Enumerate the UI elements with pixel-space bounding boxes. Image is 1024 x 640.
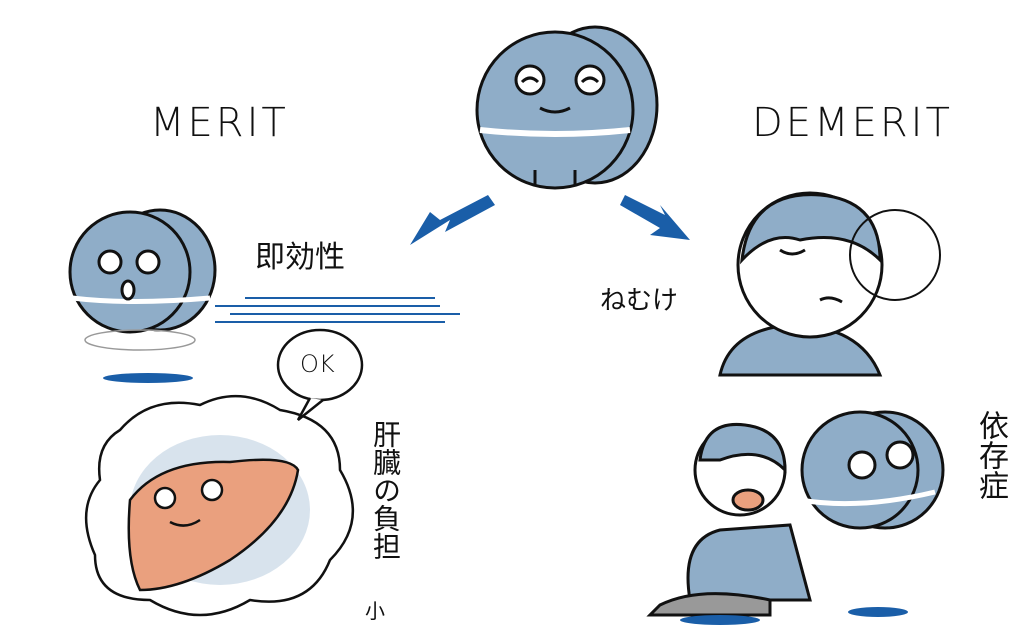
sleepy-person xyxy=(718,191,941,377)
demerit-heading: DEMERIT xyxy=(752,100,953,146)
drowsiness-label: ねむけ xyxy=(600,286,679,316)
small-label: 小 xyxy=(365,599,385,623)
clinging-person-and-pill xyxy=(646,410,945,625)
pill-mascot-center xyxy=(475,25,659,190)
dependence-label: 依存症 xyxy=(973,410,1008,500)
liver-cloud xyxy=(84,328,364,617)
ok-speech-bubble-text: OK xyxy=(300,350,335,378)
liver-burden-label: 肝臓の負担 xyxy=(369,420,402,560)
merit-heading: MERIT xyxy=(150,100,289,146)
arrow-to-demerit xyxy=(620,195,690,240)
pill-mascot-running xyxy=(68,208,217,383)
fast-acting-label: 即効性 xyxy=(255,240,345,275)
speed-lines xyxy=(215,297,460,323)
arrow-to-merit xyxy=(410,195,495,245)
